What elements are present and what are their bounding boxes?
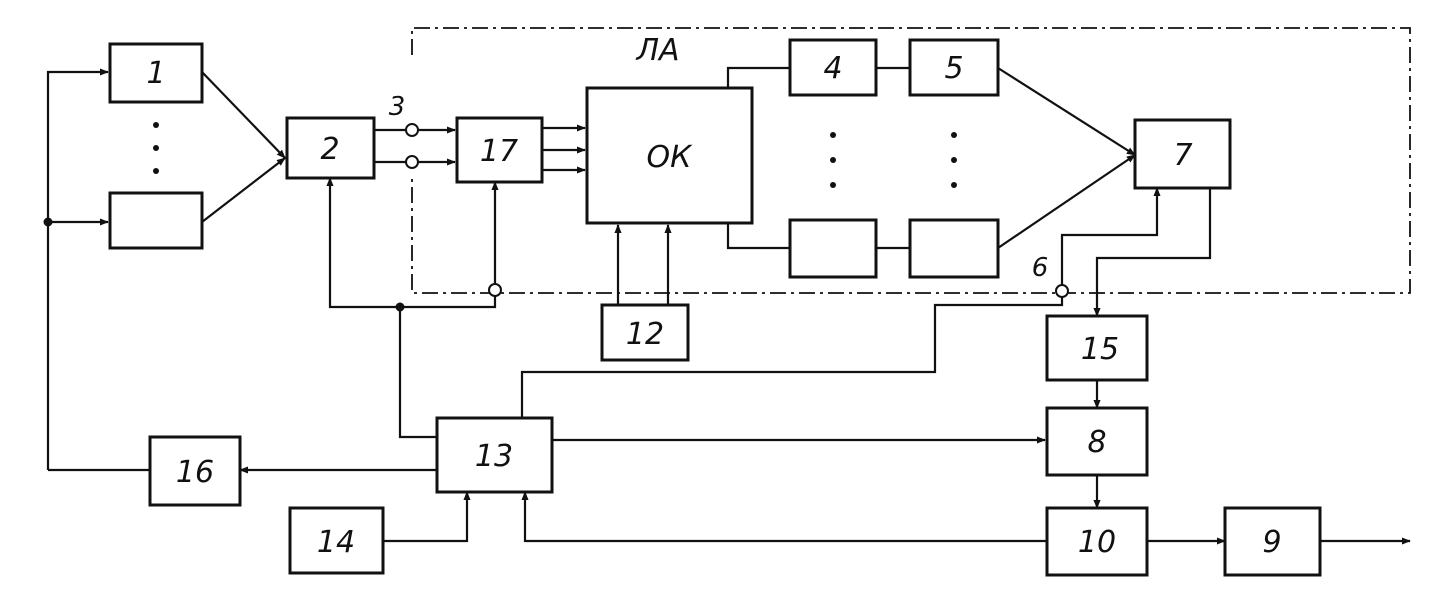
line-control-bus-to-2	[326, 177, 400, 309]
block-7-label: 7	[1173, 138, 1192, 173]
line-bottom-to-7	[997, 154, 1136, 249]
line-13-to-control-bus	[398, 307, 437, 439]
line-n-to-2	[201, 157, 286, 223]
block-8-label: 8	[1087, 425, 1106, 460]
line-ok-to-4	[726, 66, 790, 88]
line-7-to-15	[1093, 188, 1212, 317]
block-7	[1133, 118, 1232, 190]
line-bus-to-block-1	[46, 68, 109, 470]
node-3-upper	[405, 123, 419, 137]
junction-control-bus	[395, 302, 405, 312]
block-5-label: 5	[944, 51, 963, 86]
block-4-label: 4	[823, 51, 842, 86]
block-15-label: 15	[1081, 332, 1119, 367]
ellipsis-blocks-4	[830, 132, 836, 188]
block-12	[600, 303, 690, 362]
block-14	[288, 506, 385, 575]
block-10-label: 10	[1078, 525, 1116, 560]
block-2-label: 2	[320, 132, 339, 167]
node-17-control	[488, 283, 502, 297]
block-17	[455, 116, 544, 184]
la-label: ЛА	[635, 33, 679, 68]
line-13-to-node6	[520, 297, 1064, 418]
block-9	[1223, 506, 1322, 577]
line-5-to-7	[997, 67, 1136, 156]
node-3-label: 3	[389, 92, 406, 122]
node-6-label: 6	[1032, 253, 1049, 283]
block-13-label: 13	[475, 439, 513, 474]
line-control-bus-to-node	[400, 296, 497, 309]
block-16	[148, 435, 242, 507]
node-6	[1055, 284, 1069, 298]
block-4	[788, 38, 878, 97]
block-5n	[908, 218, 1000, 279]
ellipsis-blocks-5	[951, 132, 957, 188]
line-ok-to-bottom-chain	[726, 222, 790, 250]
line-node6-to-7	[1060, 187, 1161, 286]
block-15	[1045, 314, 1149, 382]
block-17-label: 17	[480, 134, 518, 169]
block-1n	[108, 191, 204, 250]
block-9-label: 9	[1262, 525, 1281, 560]
block-8	[1045, 406, 1149, 477]
block-2	[285, 116, 376, 180]
line-1-to-2	[201, 71, 286, 159]
junction-left-bus	[43, 217, 53, 227]
line-10-to-13	[521, 491, 1047, 543]
block-4n	[788, 218, 878, 279]
block-ok	[585, 86, 754, 225]
block-1-label: 1	[146, 56, 165, 91]
ellipsis-blocks-1	[153, 122, 159, 174]
node-3-lower	[405, 155, 419, 169]
block-10	[1045, 506, 1149, 577]
la-boundary	[411, 27, 1411, 294]
block-5	[908, 38, 1000, 97]
block-14-label: 14	[317, 525, 355, 560]
block-1	[108, 42, 204, 104]
block-16-label: 16	[176, 455, 214, 490]
block-12-label: 12	[626, 317, 664, 352]
block-ok-label: ОК	[647, 140, 694, 175]
block-13	[435, 416, 554, 494]
line-14-to-13	[383, 491, 471, 543]
